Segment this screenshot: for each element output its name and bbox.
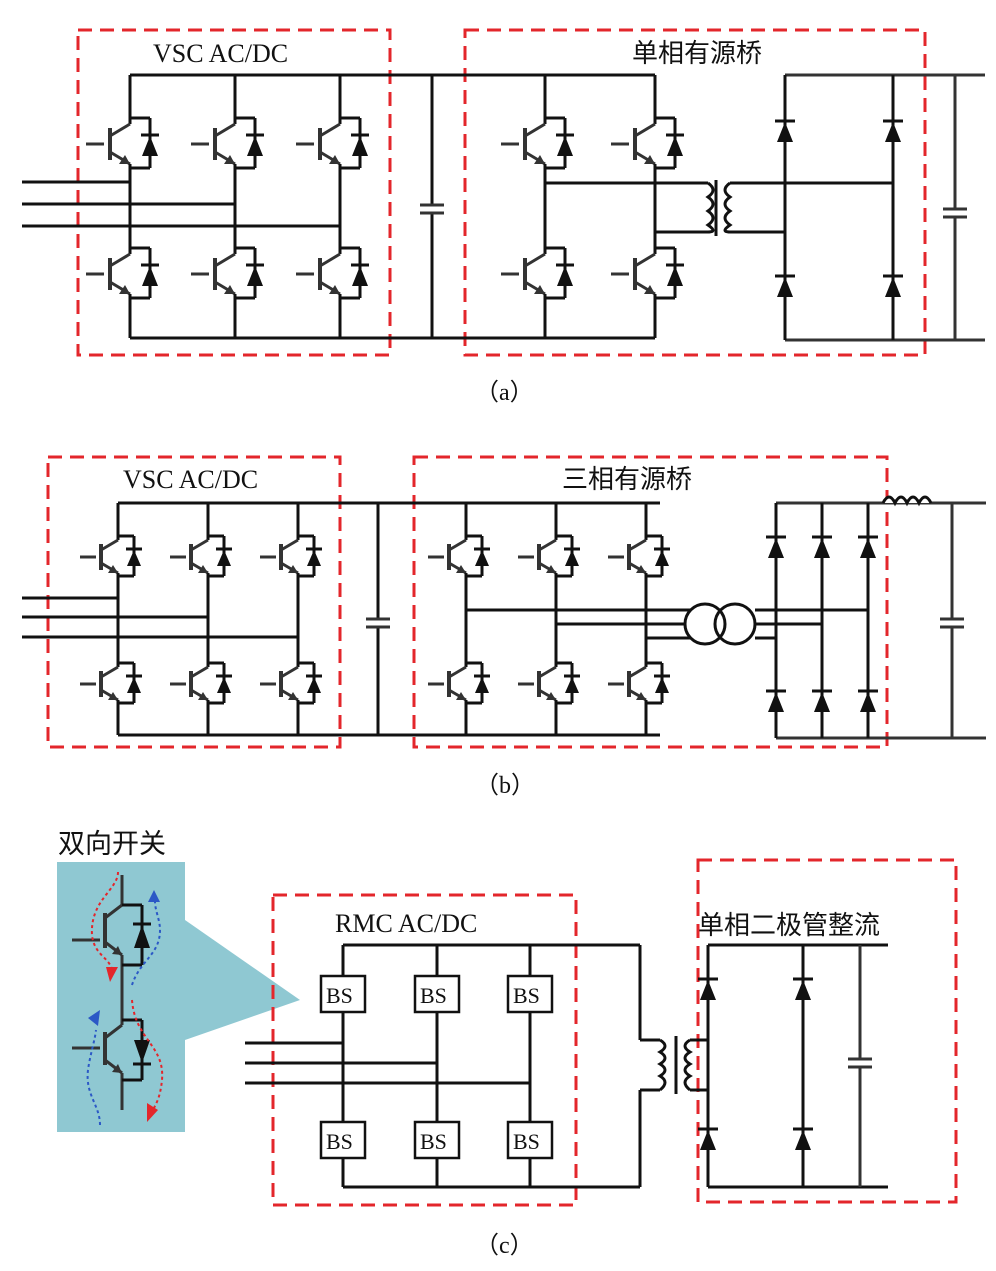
bs-switch-bottom-3 — [506, 1120, 554, 1160]
bs-label-top-2: BS — [420, 983, 447, 1008]
bs-switch-bottom-1 — [319, 1120, 367, 1160]
bidirectional-switch-title: 双向开关 — [58, 829, 166, 859]
bs-switch-top-3 — [506, 974, 554, 1014]
vsc-ac-dc-box-b — [46, 455, 342, 749]
bs-label-bottom-2: BS — [420, 1129, 447, 1154]
vsc-label-b: VSC AC/DC — [123, 465, 258, 494]
single-phase-active-bridge-box — [463, 28, 927, 357]
bs-label-bottom-3: BS — [513, 1129, 540, 1154]
bs-label-bottom-1: BS — [326, 1129, 353, 1154]
panel-c: 双向开关 — [57, 829, 958, 1259]
caption-b: （b） — [475, 773, 535, 799]
vsc-ac-dc-box — [76, 28, 392, 357]
rmc-label: RMC AC/DC — [335, 909, 477, 938]
panel-b: VSC AC/DC 三相有源桥 — [22, 455, 986, 799]
bs-switch-top-2 — [413, 974, 461, 1014]
bs-label-top-1: BS — [326, 983, 353, 1008]
active-bridge-label-a: 单相有源桥 — [632, 39, 762, 68]
vsc-label-a: VSC AC/DC — [153, 39, 288, 68]
transformer-primary — [683, 602, 727, 646]
inset-callout — [185, 920, 300, 1040]
bs-switch-top-1 — [319, 974, 367, 1014]
diode-rectifier-label: 单相二极管整流 — [698, 911, 880, 940]
panel-a: VSC AC/DC 单相有源桥 — [22, 28, 985, 406]
caption-c: （c） — [475, 1233, 534, 1259]
active-bridge-label-b: 三相有源桥 — [562, 465, 692, 494]
three-phase-active-bridge-box — [412, 455, 889, 749]
bs-label-top-3: BS — [513, 983, 540, 1008]
single-phase-diode-rectifier-box — [696, 858, 958, 1204]
caption-a: （a） — [475, 380, 534, 406]
bs-switch-bottom-2 — [413, 1120, 461, 1160]
